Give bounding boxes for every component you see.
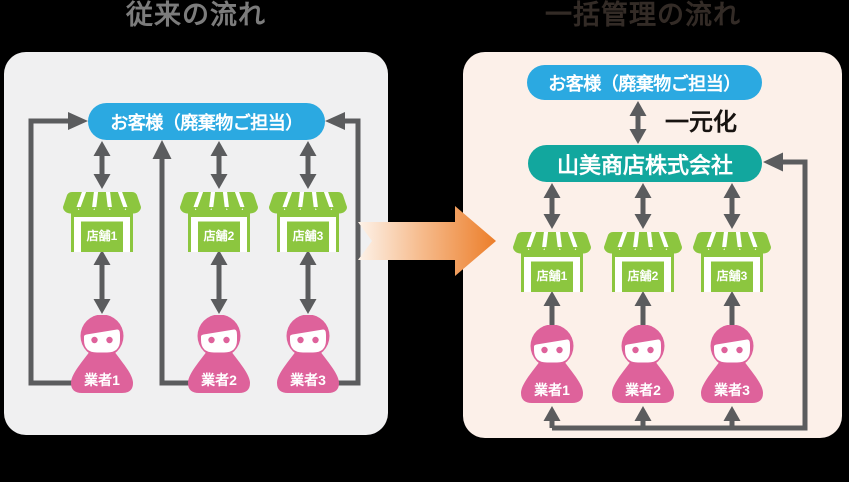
traditional-flow-title: 従来の流れ <box>126 0 266 30</box>
customer-company-two-way-arrow <box>629 101 647 144</box>
vendor-icon <box>612 324 674 403</box>
vendor-node-1: 業者1 <box>507 324 597 405</box>
store-vendor-two-way-arrow-1 <box>93 250 111 314</box>
vendor-label: 業者2 <box>201 372 237 388</box>
store-icon <box>693 232 771 292</box>
managed-flow-connectors <box>543 101 808 431</box>
customer-pill: お客様（廃棄物ご担当） <box>88 103 325 140</box>
store-icon <box>604 232 682 292</box>
vendor-icon <box>701 324 763 403</box>
store-label: 店舗3 <box>716 269 748 283</box>
vendor-label: 業者3 <box>290 372 326 388</box>
vendor-store-arrow-3 <box>723 291 741 325</box>
customer-pill: お客様（廃棄物ご担当） <box>527 65 762 100</box>
vendor-node-3: 業者3 <box>263 314 353 395</box>
store-node-2: 店舗2 <box>603 230 683 292</box>
vendor-node-2: 業者2 <box>174 314 264 395</box>
vendor-icon <box>71 314 133 393</box>
store-vendor-two-way-arrow-3 <box>299 250 317 314</box>
customer-store-two-way-arrow-1 <box>93 141 111 189</box>
vendor-store-arrow-2 <box>634 291 652 325</box>
store-vendor-two-way-arrow-2 <box>210 250 228 314</box>
customer-pill-label: お客様（廃棄物ご担当） <box>110 112 303 133</box>
vendor-icon <box>188 314 250 393</box>
store-label: 店舗2 <box>627 269 659 283</box>
store-icon <box>63 192 142 252</box>
store-node-1: 店舗1 <box>512 230 592 292</box>
vendor-label: 業者3 <box>714 382 750 398</box>
unification-label: 一元化 <box>665 109 737 136</box>
company-pill-label: 山美商店株式会社 <box>556 152 733 178</box>
store-label: 店舗1 <box>536 269 568 283</box>
vendor-node-2: 業者2 <box>598 324 688 405</box>
managed-flow-title: 一括管理の流れ <box>545 0 741 30</box>
transition-arrow-icon <box>358 206 496 276</box>
customer-store-two-way-arrow-2 <box>210 141 228 189</box>
company-vendor-loop-line <box>543 152 808 431</box>
vendor-node-3: 業者3 <box>687 324 777 405</box>
store-label: 店舗3 <box>292 229 324 243</box>
store-icon <box>513 232 591 292</box>
store-label: 店舗2 <box>203 229 235 243</box>
vendor-node-1: 業者1 <box>57 314 147 395</box>
customer-pill-label: お客様（廃棄物ご担当） <box>548 73 741 94</box>
store-icon <box>180 192 258 252</box>
managed-flow-panel: お客様（廃棄物ご担当） 一元化 山美商店株式会社 店舗1 店舗2 <box>463 52 842 438</box>
store-icon <box>269 192 347 252</box>
company-store-two-way-arrow-3 <box>723 183 741 229</box>
company-store-two-way-arrow-1 <box>543 183 561 229</box>
store-node-3: 店舗3 <box>268 190 348 252</box>
customer-store-two-way-arrow-3 <box>299 141 317 189</box>
vendor-customer-bypass-1 <box>28 112 102 386</box>
vendor-store-arrow-1 <box>543 291 561 325</box>
company-pill: 山美商店株式会社 <box>528 145 762 182</box>
vendor-icon <box>521 324 583 403</box>
store-node-2: 店舗2 <box>179 190 259 252</box>
store-node-3: 店舗3 <box>692 230 772 292</box>
company-store-two-way-arrow-2 <box>634 183 652 229</box>
vendor-label: 業者1 <box>534 382 570 398</box>
traditional-flow-panel: お客様（廃棄物ご担当） 店舗1 店舗2 <box>4 52 388 435</box>
store-node-1: 店舗1 <box>62 190 142 252</box>
vendor-label: 業者2 <box>625 382 661 398</box>
vendor-label: 業者1 <box>84 372 120 388</box>
vendor-icon <box>277 314 339 393</box>
store-label: 店舗1 <box>86 229 118 243</box>
